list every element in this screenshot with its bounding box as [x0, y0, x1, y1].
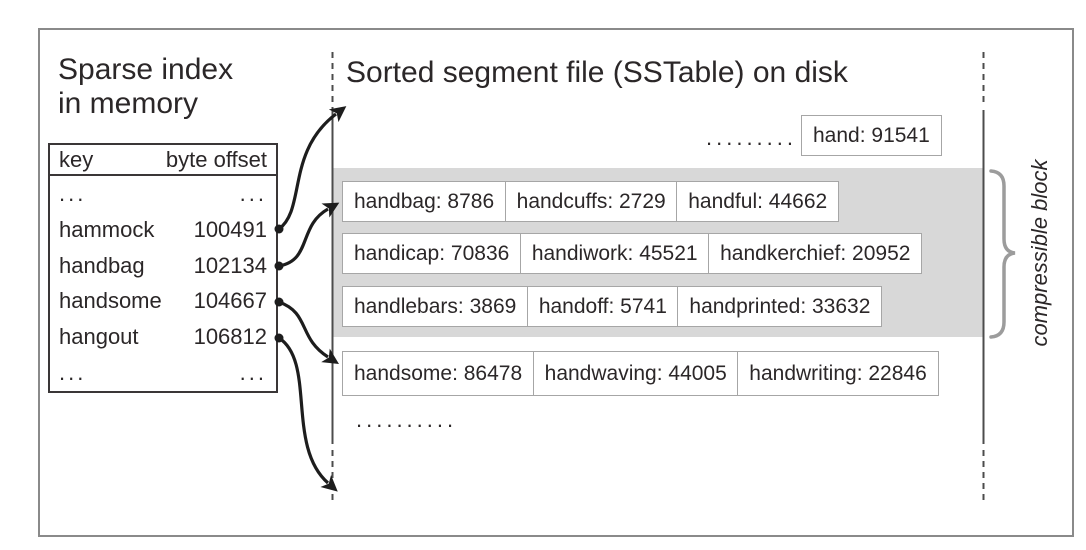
key-cell: handbag	[59, 252, 145, 278]
record-box: handwaving: 44005	[532, 351, 739, 396]
offset-cell: 106812	[193, 324, 267, 350]
sparse-index-title: Sparse index in memory	[58, 53, 233, 121]
sparse-index-title-line1: Sparse index	[58, 53, 234, 86]
sparse-index-title-line2: in memory	[58, 87, 199, 120]
record-box: handkerchief: 20952	[708, 233, 923, 274]
key-cell: ...	[59, 360, 87, 386]
record-row: handicap: 70836 handiwork: 45521 handker…	[342, 233, 923, 274]
record-box: hand: 91541	[801, 115, 942, 156]
offset-cell: ...	[239, 180, 267, 206]
key-cell: hammock	[59, 216, 155, 242]
record-box: handbag: 8786	[342, 181, 507, 222]
record-box: handcuffs: 2729	[504, 181, 678, 222]
table-row: hangout 106812	[50, 319, 276, 355]
header-offset-cell: byte offset	[165, 146, 267, 172]
ellipsis-bottom: ..........	[356, 407, 458, 432]
compressible-block-label: compressible block	[1027, 159, 1052, 347]
record-box: handsome: 86478	[342, 351, 535, 396]
table-row: hammock 100491	[50, 212, 276, 248]
offset-cell: 100491	[193, 216, 267, 242]
record-row-top: hand: 91541	[801, 115, 942, 156]
record-box: handwriting: 22846	[737, 351, 939, 396]
record-box: handicap: 70836	[342, 233, 522, 274]
offset-cell: 102134	[193, 252, 267, 278]
segment-file-title: Sorted segment file (SSTable) on disk	[346, 56, 848, 89]
offset-cell: ...	[239, 360, 267, 386]
record-row: handlebars: 3869 handoff: 5741 handprint…	[342, 286, 883, 327]
record-box: handoff: 5741	[526, 286, 679, 327]
index-table-body: ... ... hammock 100491 handbag 102134 ha…	[50, 176, 276, 391]
table-row: ... ...	[50, 176, 276, 212]
record-row: handbag: 8786 handcuffs: 2729 handful: 4…	[342, 181, 840, 222]
key-cell: ...	[59, 180, 87, 206]
table-row: ... ...	[50, 355, 276, 391]
record-box: handful: 44662	[676, 181, 840, 222]
table-row: handsome 104667	[50, 283, 276, 319]
header-key-cell: key	[59, 146, 94, 172]
ellipsis-top: .........	[706, 125, 798, 150]
offset-cell: 104667	[193, 288, 267, 314]
record-box: handprinted: 33632	[677, 286, 883, 327]
key-cell: handsome	[59, 288, 162, 314]
index-table: key byte offset ... ... hammock 100491 h…	[48, 143, 278, 393]
table-row: handbag 102134	[50, 248, 276, 284]
record-box: handlebars: 3869	[342, 286, 529, 327]
outer-frame	[38, 28, 1074, 537]
record-row: handsome: 86478 handwaving: 44005 handwr…	[342, 351, 939, 396]
record-box: handiwork: 45521	[519, 233, 710, 274]
index-table-header: key byte offset	[50, 145, 276, 176]
key-cell: hangout	[59, 324, 139, 350]
